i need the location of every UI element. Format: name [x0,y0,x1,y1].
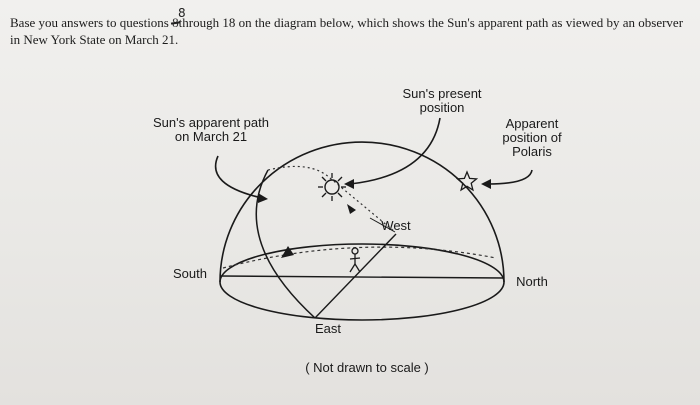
sun-path-dotted-top [267,165,331,179]
pointer-polaris [487,169,533,185]
sun-path-front [255,169,316,319]
label-suns-apparent-path: Sun's apparent path on March 21 [153,115,269,144]
pointer-polaris-arrowhead [481,179,491,189]
label-north: North [516,274,548,289]
pointer-apparent-arrowhead [258,193,268,203]
sun-icon [318,173,346,201]
label-south: South [173,266,207,281]
pointer-present-position [349,117,441,185]
label-suns-present-position: Sun's present position [402,86,482,115]
scale-note: ( Not drawn to scale ) [305,360,429,375]
east-west-line [314,233,397,319]
west-leader-line [369,217,396,233]
question-suffix: through 18 on the diagram below, which s… [10,15,684,47]
label-east: East [314,321,341,336]
pointer-apparent-path [214,155,263,199]
path-arrow-rising [281,246,294,258]
question-instructions: Base you answers to questions 8through 1… [10,14,690,48]
horizon-ellipse [219,243,505,321]
sun-path-dashed [222,246,497,269]
sun-path-dotted-descent [329,177,396,233]
path-arrow-setting [347,204,356,214]
handwritten-question-number: 8 [178,6,186,20]
label-apparent-position-polaris: Apparent position of Polaris [502,116,562,159]
struck-question-number: 8 [172,15,179,30]
pointer-present-arrowhead [344,179,354,189]
question-prefix: Base you answers to questions [10,15,169,30]
label-west: West [381,218,411,233]
celestial-dome [219,141,505,283]
observer-icon [349,247,361,273]
north-south-line [219,275,505,279]
polaris-star-icon [455,170,479,192]
